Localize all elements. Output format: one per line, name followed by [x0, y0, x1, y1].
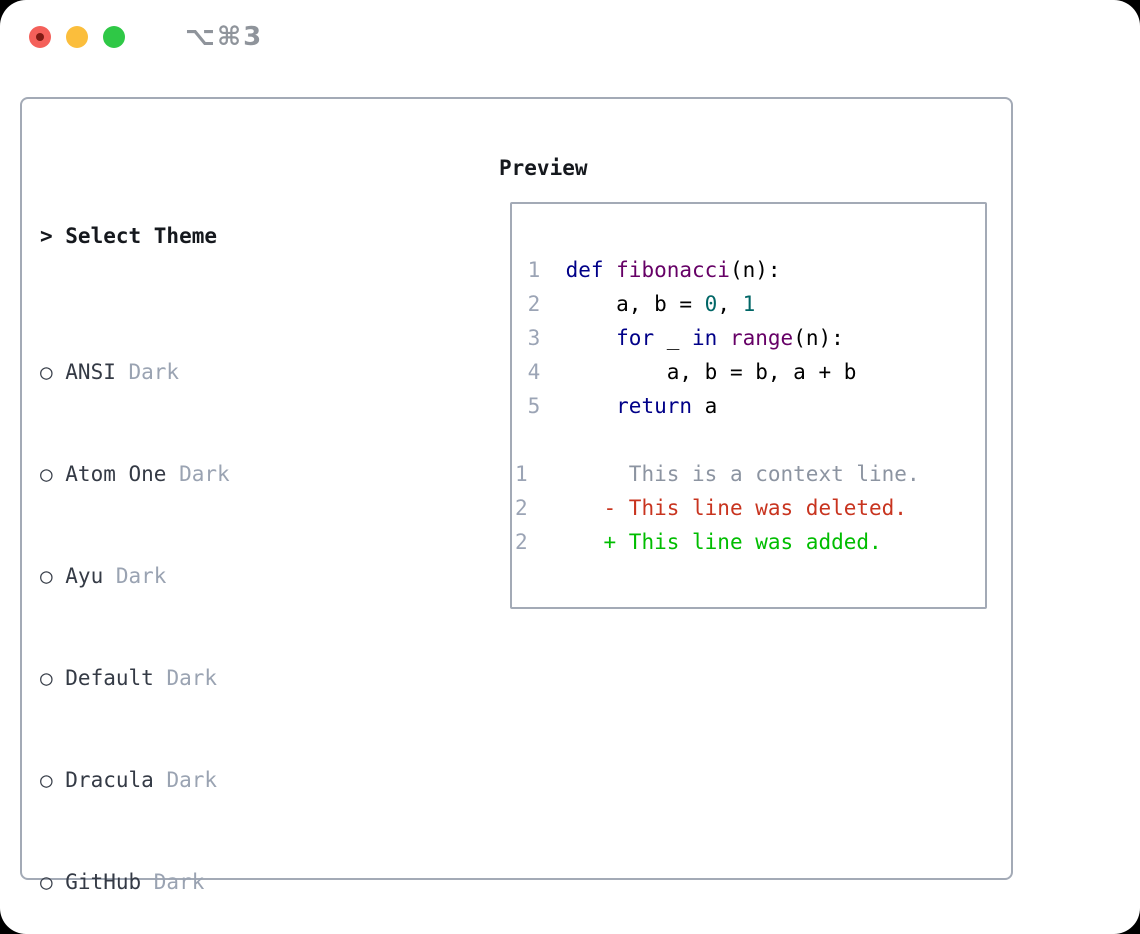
radio-icon: ○	[40, 768, 53, 792]
theme-variant-tag: Dark	[115, 564, 167, 588]
code-preview: 1 def fibonacci(n): 2 a, b = 0, 1 3 for …	[512, 204, 985, 559]
title-bar: ⌥⌘3	[0, 0, 1140, 74]
theme-name: Default	[65, 666, 154, 690]
theme-option-dracula-dark[interactable]: ○ Dracula Dark	[40, 763, 394, 797]
theme-option-github-dark[interactable]: ○ GitHub Dark	[40, 865, 394, 899]
radio-icon: ○	[40, 666, 53, 690]
blank-line	[515, 423, 985, 457]
line-number: 2	[515, 530, 528, 554]
theme-option-ayu-dark[interactable]: ○ Ayu Dark	[40, 559, 394, 593]
theme-variant-tag: Dark	[153, 870, 205, 894]
theme-variant-tag: Dark	[166, 768, 218, 792]
diff-added-line: 2 + This line was added.	[515, 530, 882, 554]
radio-icon: ○	[40, 564, 53, 588]
line-number: 1	[515, 462, 528, 486]
code-line-4: 4 a, b = b, a + b	[515, 360, 857, 384]
diff-deleted-line: 2 - This line was deleted.	[515, 496, 907, 520]
theme-variant-tag: Dark	[166, 666, 218, 690]
theme-option-ansi-dark[interactable]: ○ ANSI Dark	[40, 355, 394, 389]
zoom-button[interactable]	[103, 26, 125, 48]
select-theme-label: Select Theme	[65, 224, 217, 248]
diff-context-line: 1 This is a context line.	[515, 462, 920, 486]
close-button[interactable]	[29, 26, 51, 48]
theme-name: Dracula	[65, 768, 154, 792]
line-number: 4	[515, 360, 566, 384]
minimize-button[interactable]	[66, 26, 88, 48]
code-line-2: 2 a, b = 0, 1	[515, 292, 756, 316]
cursor-icon: >	[40, 224, 53, 248]
code-line-5: 5 return a	[515, 394, 718, 418]
theme-name: Ayu	[65, 564, 104, 588]
line-number: 3	[515, 326, 566, 350]
select-theme-header: > Select Theme	[40, 219, 394, 253]
theme-variant-tag: Dark	[128, 360, 180, 384]
line-number: 2	[515, 496, 528, 520]
theme-name: GitHub	[65, 870, 142, 894]
code-line-3: 3 for _ in range(n):	[515, 326, 844, 350]
line-number: 5	[515, 394, 566, 418]
radio-icon: ○	[40, 462, 53, 486]
line-number: 2	[515, 292, 566, 316]
line-number: 1	[515, 258, 566, 282]
theme-name: Atom One	[65, 462, 167, 486]
radio-icon: ○	[40, 360, 53, 384]
window-title-shortcut: ⌥⌘3	[185, 22, 264, 52]
code-line-1: 1 def fibonacci(n):	[515, 258, 781, 282]
theme-variant-tag: Dark	[179, 462, 230, 486]
theme-name: ANSI	[65, 360, 116, 384]
preview-header: Preview	[499, 156, 588, 180]
theme-option-atom-one-dark[interactable]: ○ Atom One Dark	[40, 457, 394, 491]
preview-pane: 1 def fibonacci(n): 2 a, b = 0, 1 3 for …	[510, 202, 987, 609]
radio-icon: ○	[40, 870, 53, 894]
theme-option-default-dark[interactable]: ○ Default Dark	[40, 661, 394, 695]
